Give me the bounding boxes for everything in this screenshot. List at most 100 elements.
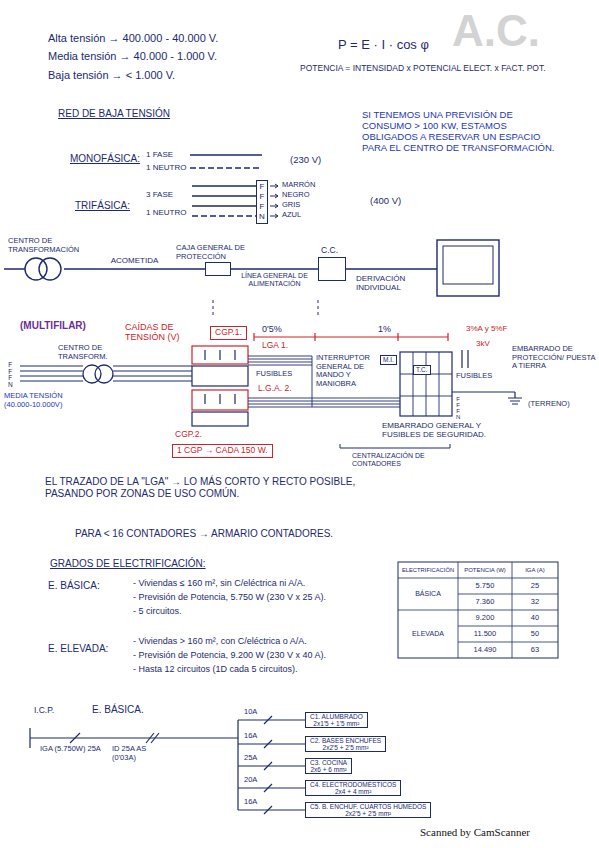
cgp-label-box: CGP.1. <box>210 326 247 340</box>
table-grid <box>398 562 558 658</box>
section-heading: RED DE BAJA TENSIÓN <box>58 108 170 120</box>
line-label: DERIVACIÓN INDIVIDUAL <box>356 274 436 292</box>
note-text: - Previsión de Potencia, 5.750 W (230 V … <box>133 592 326 602</box>
circuit-box: C2. BASES ENCHUFES2x2'5 + 2'5 mm² <box>305 736 386 752</box>
transformer-coils <box>22 256 64 282</box>
box-text: C1. ALUMBRADO <box>310 713 363 720</box>
note-text: E. BÁSICA: <box>48 580 100 592</box>
part-label: I.C.P. <box>34 706 54 716</box>
table-cell: 25 <box>531 582 539 591</box>
box-text: C5. B. ENCHUF. CUARTOS HÚMEDOS <box>310 803 426 810</box>
part-label: CENTRO DE TRANSFORM. <box>58 344 114 361</box>
heading-text: CENTRO DE TRANSFORMACIÓN <box>8 237 86 254</box>
rating-label: 16A <box>244 732 257 741</box>
cgp-box <box>192 366 248 386</box>
breaker-marks <box>70 716 272 814</box>
feeder-line <box>64 268 205 269</box>
part-label: CGP.2. <box>175 430 202 440</box>
box-text: 1 CGP → CADA 150 W. <box>177 446 268 456</box>
note-text: P = E · I · cos φ <box>338 38 429 53</box>
box-text: CGP.1. <box>215 328 242 338</box>
table-cell: 11.500 <box>474 630 496 639</box>
table-cell: 7.360 <box>476 598 495 607</box>
voltage-drop-scale <box>254 333 448 341</box>
box-text: 2x4 + 4 mm² <box>310 788 396 795</box>
note-text: (230 V) <box>290 155 321 166</box>
wire-label: F F F N <box>8 362 13 388</box>
heading-text: CAJA GENERAL DE PROTECCIÓN <box>176 244 254 261</box>
box-text: F F F N <box>259 182 265 222</box>
phase-terminal: F F F N <box>256 180 268 224</box>
rating-label: 20A <box>244 776 257 785</box>
meter-box: T.C. <box>413 365 431 375</box>
table-cell: 32 <box>531 598 539 607</box>
neutral-wires <box>190 168 262 216</box>
circuit-box: C1. ALUMBRADO2x1'5 + 1'5 mm² <box>305 712 368 728</box>
box-text: C3. COCINA <box>310 759 347 766</box>
note-text: PARA < 16 CONTADORES → ARMARIO CONTADORE… <box>75 528 333 540</box>
part-label: ID 25A AS (0'03A) <box>112 745 162 762</box>
box-text: 2x2'5 + 2'5 mm² <box>310 744 381 751</box>
note-text: E. ELEVADA: <box>48 643 108 655</box>
box-text: 2x6 + 6 mm² <box>310 766 347 773</box>
wire-label: F F F N <box>456 396 460 420</box>
section-heading: GRADOS DE ELECTRIFICACIÓN: <box>50 558 206 570</box>
circuit-wires <box>30 720 305 810</box>
section-guides <box>213 300 318 318</box>
table-cell: POTENCIA (W) <box>464 567 506 574</box>
note-text: SI TENEMOS UNA PREVISIÓN DE CONSUMO > 10… <box>362 110 562 154</box>
switch-box: M.I. <box>380 355 397 365</box>
wire-color: NEGRO <box>282 191 310 200</box>
table-cell: 9.200 <box>476 614 495 623</box>
wire-color: AZUL <box>282 211 301 220</box>
line-label: L.G.A. 2. <box>258 384 292 394</box>
section-heading: E. BÁSICA. <box>92 704 144 716</box>
heading-text: C.C. <box>321 246 351 256</box>
meter-panel <box>400 352 452 416</box>
table-cell: 50 <box>531 630 539 639</box>
note-text: - Viviendas > 160 m², con C/eléctrica o … <box>133 636 307 646</box>
earth-symbol <box>452 392 522 404</box>
meter-box: C.C. <box>318 257 346 281</box>
note-text: - Previsión de Potencia, 9.200 W (230 V … <box>133 650 326 660</box>
dwelling-screen <box>443 246 493 284</box>
wire-label: 1 FASE <box>146 150 173 159</box>
part-label: INTERRUPTOR GENERAL DE MANDO Y MANIOBRA <box>316 354 376 389</box>
note-text: EL TRAZADO DE LA "LGA" → LO MÁS CORTO Y … <box>45 476 385 499</box>
table-cell: 63 <box>531 646 539 655</box>
note-text: - 5 circuitos. <box>133 606 182 616</box>
circuit-box: C4. ELECTRODOMÉSTICOS2x4 + 4 mm² <box>305 780 401 796</box>
meter-grid <box>400 352 452 416</box>
section-heading: TRIFÁSICA: <box>75 200 130 212</box>
note-text: (400 V) <box>370 196 401 207</box>
box-text: 2x2'5 + 2'5 mm² <box>310 810 426 817</box>
table-frame <box>398 562 558 658</box>
table-cell: ELEVADA <box>412 630 444 638</box>
table-cell: BÁSICA <box>415 590 441 598</box>
note-box: 1 CGP → CADA 150 W. <box>172 444 273 458</box>
bracket <box>340 444 450 448</box>
percent-label: 0'5% <box>262 324 282 334</box>
part-label: CENTRALIZACIÓN DE CONTADORES <box>352 452 448 468</box>
note-text: CAÍDAS DE TENSIÓN (V) <box>125 322 197 343</box>
watermark: A.C. <box>452 6 540 57</box>
cgp-box <box>192 412 248 426</box>
wire-label: 3 FASE <box>146 190 173 199</box>
box-text: C4. ELECTRODOMÉSTICOS <box>310 781 396 788</box>
table-cell: IGA (A) <box>525 567 545 574</box>
table-cell: ELECTRIFICACIÓN <box>402 567 454 574</box>
part-label: (TERRENO) <box>528 400 570 409</box>
line-label: LÍNEA GENERAL DE ALIMENTACIÓN <box>233 272 317 288</box>
rating-label: 16A <box>244 798 257 807</box>
transformer-coil <box>25 258 47 280</box>
box-text: C2. BASES ENCHUFES <box>310 737 381 744</box>
table-cell: 14.490 <box>474 646 497 655</box>
percent-label: 1% <box>378 324 391 334</box>
box-text: M.I. <box>383 356 394 364</box>
note-text: MEDIA TENSIÓN (40.000-10.000V) <box>4 392 82 409</box>
part-label: FUSIBLES <box>256 370 292 379</box>
wire-label: 1 NEUTRO <box>146 208 186 217</box>
